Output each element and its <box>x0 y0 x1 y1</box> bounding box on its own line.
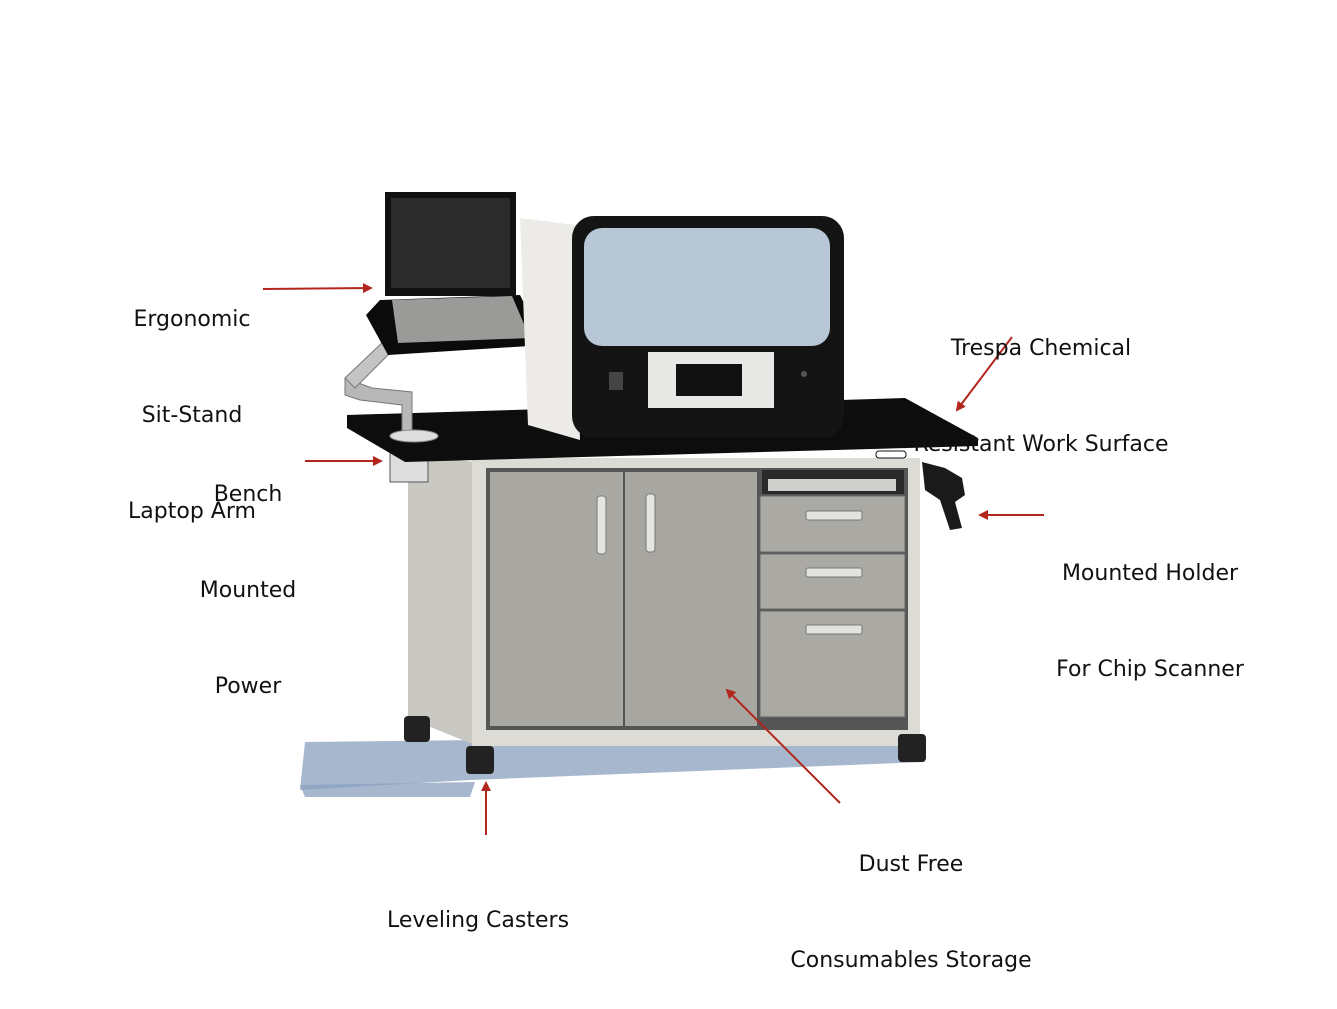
caster <box>898 734 926 762</box>
callout-bench-power: Bench Mounted Power <box>188 415 308 735</box>
callout-work-surface: Trespa Chemical Resistant Work Surface <box>900 269 1182 493</box>
arm-base <box>389 429 439 443</box>
instrument-indicator <box>801 371 807 377</box>
instrument-body <box>520 218 580 440</box>
callout-line: Dust Free <box>858 852 964 877</box>
door-handle-left <box>596 495 607 555</box>
callout-line: Laptop Arm <box>128 499 256 524</box>
laptop-arm <box>344 377 413 433</box>
callout-line: For Chip Scanner <box>1056 657 1244 682</box>
callout-laptop-arm: Ergonomic Sit-Stand Laptop Arm <box>112 240 272 560</box>
drawer-handle <box>805 567 863 578</box>
door-handle-right <box>645 493 656 553</box>
caster <box>404 716 430 742</box>
floor-shadow-strip <box>300 782 475 797</box>
cabinet-door-right <box>625 472 757 726</box>
arrow-storage <box>725 688 841 804</box>
callout-line: Sit-Stand <box>141 403 243 428</box>
callout-line: Mounted <box>199 578 297 603</box>
caster <box>466 746 494 774</box>
brand-logo <box>875 450 907 459</box>
drawer-1 <box>759 495 906 553</box>
callout-line: Leveling Casters <box>386 908 570 933</box>
scanner-holder <box>922 462 965 530</box>
callout-line: Mounted Holder <box>1061 561 1239 586</box>
drawer-2 <box>759 553 906 610</box>
callout-line: Consumables Storage <box>790 948 1032 973</box>
arrow-laptop-arm <box>262 283 373 294</box>
callout-scanner-holder: Mounted Holder For Chip Scanner <box>1045 494 1255 718</box>
instrument-button <box>609 372 623 390</box>
arrow-work-surface <box>955 336 1013 412</box>
callout-line: Trespa Chemical <box>950 336 1132 361</box>
callout-line: Power <box>214 674 282 699</box>
laptop-keyboard <box>392 296 530 343</box>
instrument-slot-opening <box>676 364 742 396</box>
callout-line: Ergonomic <box>133 307 251 332</box>
instrument-window <box>584 228 830 346</box>
drawer-handle <box>805 510 863 521</box>
drawer-handle <box>805 624 863 635</box>
floor-shadow <box>300 735 925 790</box>
callout-storage: Dust Free Consumables Storage <box>780 785 1042 1009</box>
callout-line: Bench <box>213 482 283 507</box>
cabinet-side <box>408 455 475 745</box>
callout-casters: Leveling Casters <box>378 841 578 969</box>
drawer-slot-tray <box>768 479 896 491</box>
laptop-screen <box>391 198 510 288</box>
callout-line: Resistant Work Surface <box>913 432 1169 457</box>
